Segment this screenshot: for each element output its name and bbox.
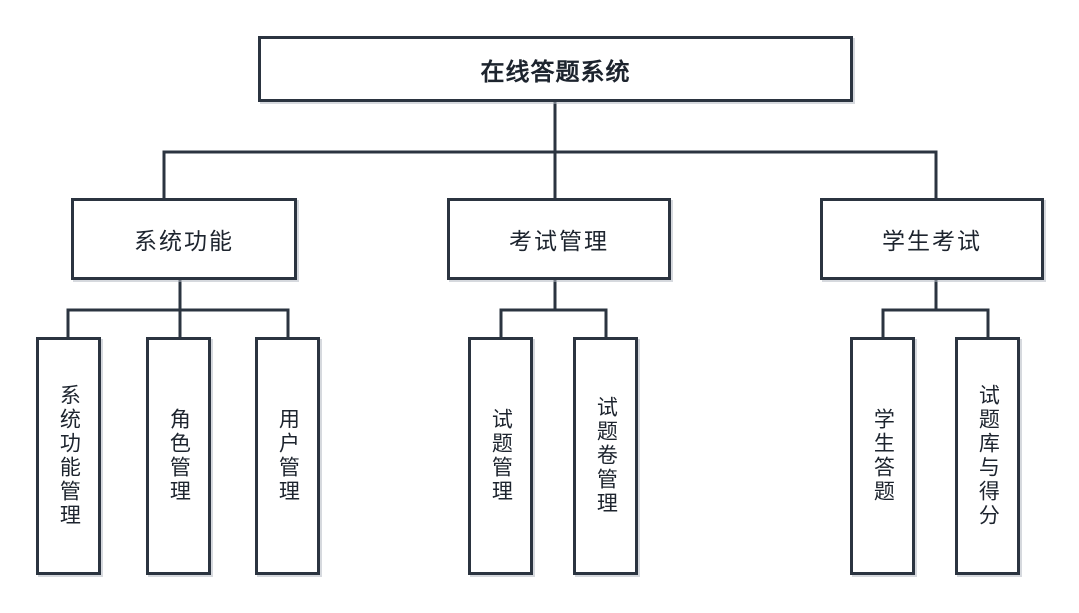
node-branch-student-exam[interactable]: 学生考试 [820, 198, 1044, 280]
node-leaf-label: 试题管理 [489, 408, 513, 504]
node-leaf-exam-paper-management[interactable]: 试题卷管理 [573, 337, 638, 575]
node-branch-label: 考试管理 [509, 229, 609, 254]
node-leaf-question-bank-and-score[interactable]: 试题库与得分 [955, 337, 1020, 575]
node-branch-exam-management[interactable]: 考试管理 [447, 198, 671, 280]
node-leaf-role-management[interactable]: 角色管理 [146, 337, 211, 575]
node-root-label: 在线答题系统 [480, 59, 631, 86]
node-leaf-student-answering[interactable]: 学生答题 [850, 337, 915, 575]
node-leaf-question-management[interactable]: 试题管理 [468, 337, 533, 575]
node-leaf-label: 学生答题 [871, 408, 895, 504]
node-branch-label: 系统功能 [134, 229, 234, 254]
node-root[interactable]: 在线答题系统 [258, 36, 853, 102]
node-leaf-label: 系统功能管理 [57, 384, 81, 528]
node-branch-system-functions[interactable]: 系统功能 [71, 198, 297, 280]
node-leaf-label: 试题卷管理 [594, 396, 618, 516]
node-leaf-label: 用户管理 [276, 408, 300, 504]
node-leaf-system-function-management[interactable]: 系统功能管理 [36, 337, 101, 575]
node-leaf-label: 试题库与得分 [976, 384, 1000, 528]
node-leaf-label: 角色管理 [167, 408, 191, 504]
node-leaf-user-management[interactable]: 用户管理 [255, 337, 320, 575]
node-branch-label: 学生考试 [882, 229, 982, 254]
